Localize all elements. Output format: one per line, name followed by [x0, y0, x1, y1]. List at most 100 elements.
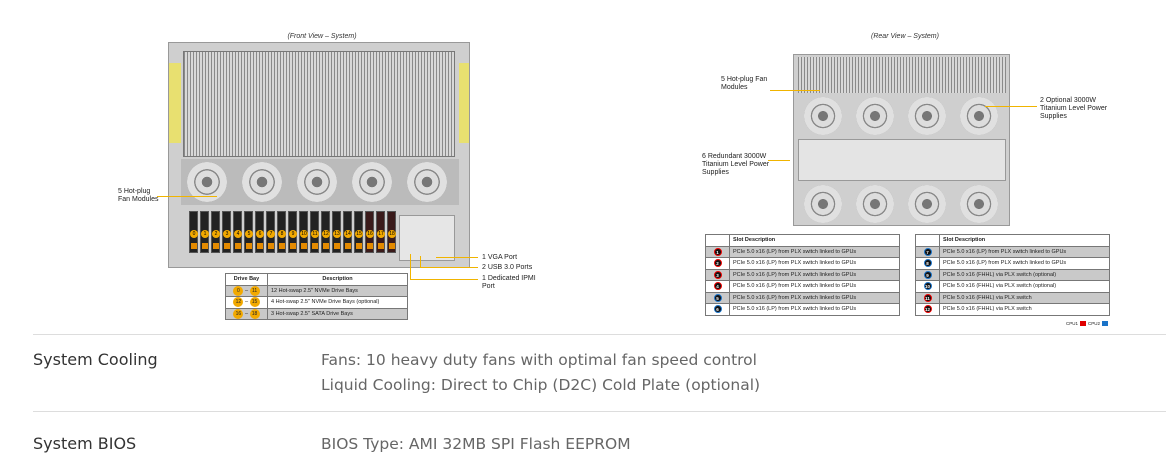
- table-row: 3 PCIe 5.0 x16 (LP) from PLX switch linke…: [705, 268, 900, 281]
- legend-cpu2: CPU2: [1088, 321, 1101, 326]
- slot-description: PCIe 5.0 x16 (FHHL) via PLX switch: [939, 291, 1110, 304]
- rear-server-image: [793, 54, 1010, 226]
- drive-number: 11: [311, 230, 319, 238]
- slot-description: PCIe 5.0 x16 (LP) from PLX switch linked…: [939, 245, 1110, 258]
- slot-number-badge: 2: [713, 259, 722, 268]
- front-view-caption: (Front View – System): [287, 33, 357, 40]
- header-drive-bay: Drive Bay: [225, 273, 268, 286]
- drive-bay: 12: [321, 211, 330, 253]
- fan-module: [187, 162, 227, 202]
- slot-description: PCIe 5.0 x16 (FHHL) via PLX switch (opti…: [939, 280, 1110, 293]
- slot-description: PCIe 5.0 x16 (LP) from PLX switch linked…: [729, 303, 900, 316]
- slot-description: PCIe 5.0 x16 (LP) from PLX switch linked…: [939, 257, 1110, 270]
- drive-bay: 14: [343, 211, 352, 253]
- slot-description: PCIe 5.0 x16 (LP) from PLX switch linked…: [729, 245, 900, 258]
- drive-bay: 6: [255, 211, 264, 253]
- bay-desc: 12 Hot-swap 2.5" NVMe Drive Bays: [267, 284, 408, 297]
- slot-number-badge: 10: [923, 282, 932, 291]
- header-slot-description: Slot Description: [939, 234, 1110, 247]
- drive-bay: 9: [288, 211, 297, 253]
- drive-number: 6: [256, 230, 264, 238]
- table-row: 4 PCIe 5.0 x16 (LP) from PLX switch linke…: [705, 280, 900, 293]
- bay-badge: 15: [249, 297, 260, 308]
- drive-number: 17: [377, 230, 385, 238]
- drive-bay: 15: [354, 211, 363, 253]
- table-row: 2 PCIe 5.0 x16 (LP) from PLX switch linke…: [705, 257, 900, 270]
- psu-fan: [960, 97, 998, 135]
- slot-number-badge: 11: [923, 293, 932, 302]
- psu-fan: [908, 185, 946, 223]
- ipmi-port-label: 1 Dedicated IPMI Port: [482, 275, 536, 290]
- cpu-legend: CPU1 CPU2: [1066, 321, 1109, 326]
- drive-bay: 3: [222, 211, 231, 253]
- slot-number-badge: 7: [923, 247, 932, 256]
- front-fans-label: 5 Hot-plug Fan Modules: [118, 188, 159, 203]
- bay-badge: 11: [249, 285, 260, 296]
- drive-bay: 1: [200, 211, 209, 253]
- slot-description: PCIe 5.0 x16 (LP) from PLX switch linked…: [729, 257, 900, 270]
- bay-badge: 18: [249, 308, 260, 319]
- drive-bay: 10: [299, 211, 308, 253]
- drive-number: 8: [278, 230, 286, 238]
- drive-number: 0: [190, 230, 198, 238]
- bay-desc: 3 Hot-swap 2.5" SATA Drive Bays: [267, 307, 408, 320]
- drive-bay: 17: [376, 211, 385, 253]
- slot-number-badge: 9: [923, 270, 932, 279]
- drive-number: 10: [300, 230, 308, 238]
- table-row: 1 PCIe 5.0 x16 (LP) from PLX switch linke…: [705, 245, 900, 258]
- drive-number: 12: [322, 230, 330, 238]
- fan-module: [352, 162, 392, 202]
- slot-number-badge: 1: [713, 247, 722, 256]
- bay-badge: 12: [233, 297, 244, 308]
- bay-badge: 0: [233, 285, 244, 296]
- drive-number: 3: [223, 230, 231, 238]
- table-row: 7 PCIe 5.0 x16 (LP) from PLX switch linke…: [915, 245, 1110, 258]
- drive-bay: 18: [387, 211, 396, 253]
- redundant-psu-label: 6 Redundant 3000W Titanium Level Power S…: [702, 153, 770, 176]
- drive-number: 13: [333, 230, 341, 238]
- drive-bay: 0: [189, 211, 198, 253]
- header-description: Description: [267, 273, 408, 286]
- drive-number: 18: [388, 230, 396, 238]
- table-row: 11 PCIe 5.0 x16 (FHHL) via PLX switch: [915, 291, 1110, 304]
- drive-bay: 8: [277, 211, 286, 253]
- spec-value-bios: BIOS Type: AMI 32MB SPI Flash EEPROM: [321, 432, 631, 457]
- slot-description: PCIe 5.0 x16 (FHHL) via PLX switch (opti…: [939, 268, 1110, 281]
- divider: [33, 411, 1166, 412]
- bay-desc: 4 Hot-swap 2.5" NVMe Drive Bays (optiona…: [267, 296, 408, 309]
- optional-psu-label: 2 Optional 3000W Titanium Level Power Su…: [1040, 97, 1108, 120]
- slot-number-badge: 4: [713, 282, 722, 291]
- slot-description: PCIe 5.0 x16 (LP) from PLX switch linked…: [729, 291, 900, 304]
- spec-value-cooling: Fans: 10 heavy duty fans with optimal fa…: [321, 348, 760, 398]
- header-slot-description: Slot Description: [729, 234, 900, 247]
- drive-bay: 5: [244, 211, 253, 253]
- drive-bay: 13: [332, 211, 341, 253]
- slot-number-badge: 3: [713, 270, 722, 279]
- spec-value: BIOS Type: AMI 32MB SPI Flash EEPROM: [321, 435, 631, 453]
- drive-number: 7: [267, 230, 275, 238]
- fan-module: [297, 162, 337, 202]
- slot-number-badge: 5: [713, 293, 722, 302]
- fan-module: [407, 162, 447, 202]
- psu-fan: [804, 97, 842, 135]
- psu-fan: [804, 185, 842, 223]
- spec-value: Liquid Cooling: Direct to Chip (D2C) Col…: [321, 376, 761, 394]
- drive-number: 4: [234, 230, 242, 238]
- slot-description: PCIe 5.0 x16 (LP) from PLX switch linked…: [729, 280, 900, 293]
- drive-bay: 2: [211, 211, 220, 253]
- slot-description: PCIe 5.0 x16 (LP) from PLX switch linked…: [729, 268, 900, 281]
- drive-bay: 7: [266, 211, 275, 253]
- spec-value: Fans: 10 heavy duty fans with optimal fa…: [321, 351, 757, 369]
- vga-port-label: 1 VGA Port: [482, 254, 518, 261]
- legend-cpu1: CPU1: [1066, 321, 1079, 326]
